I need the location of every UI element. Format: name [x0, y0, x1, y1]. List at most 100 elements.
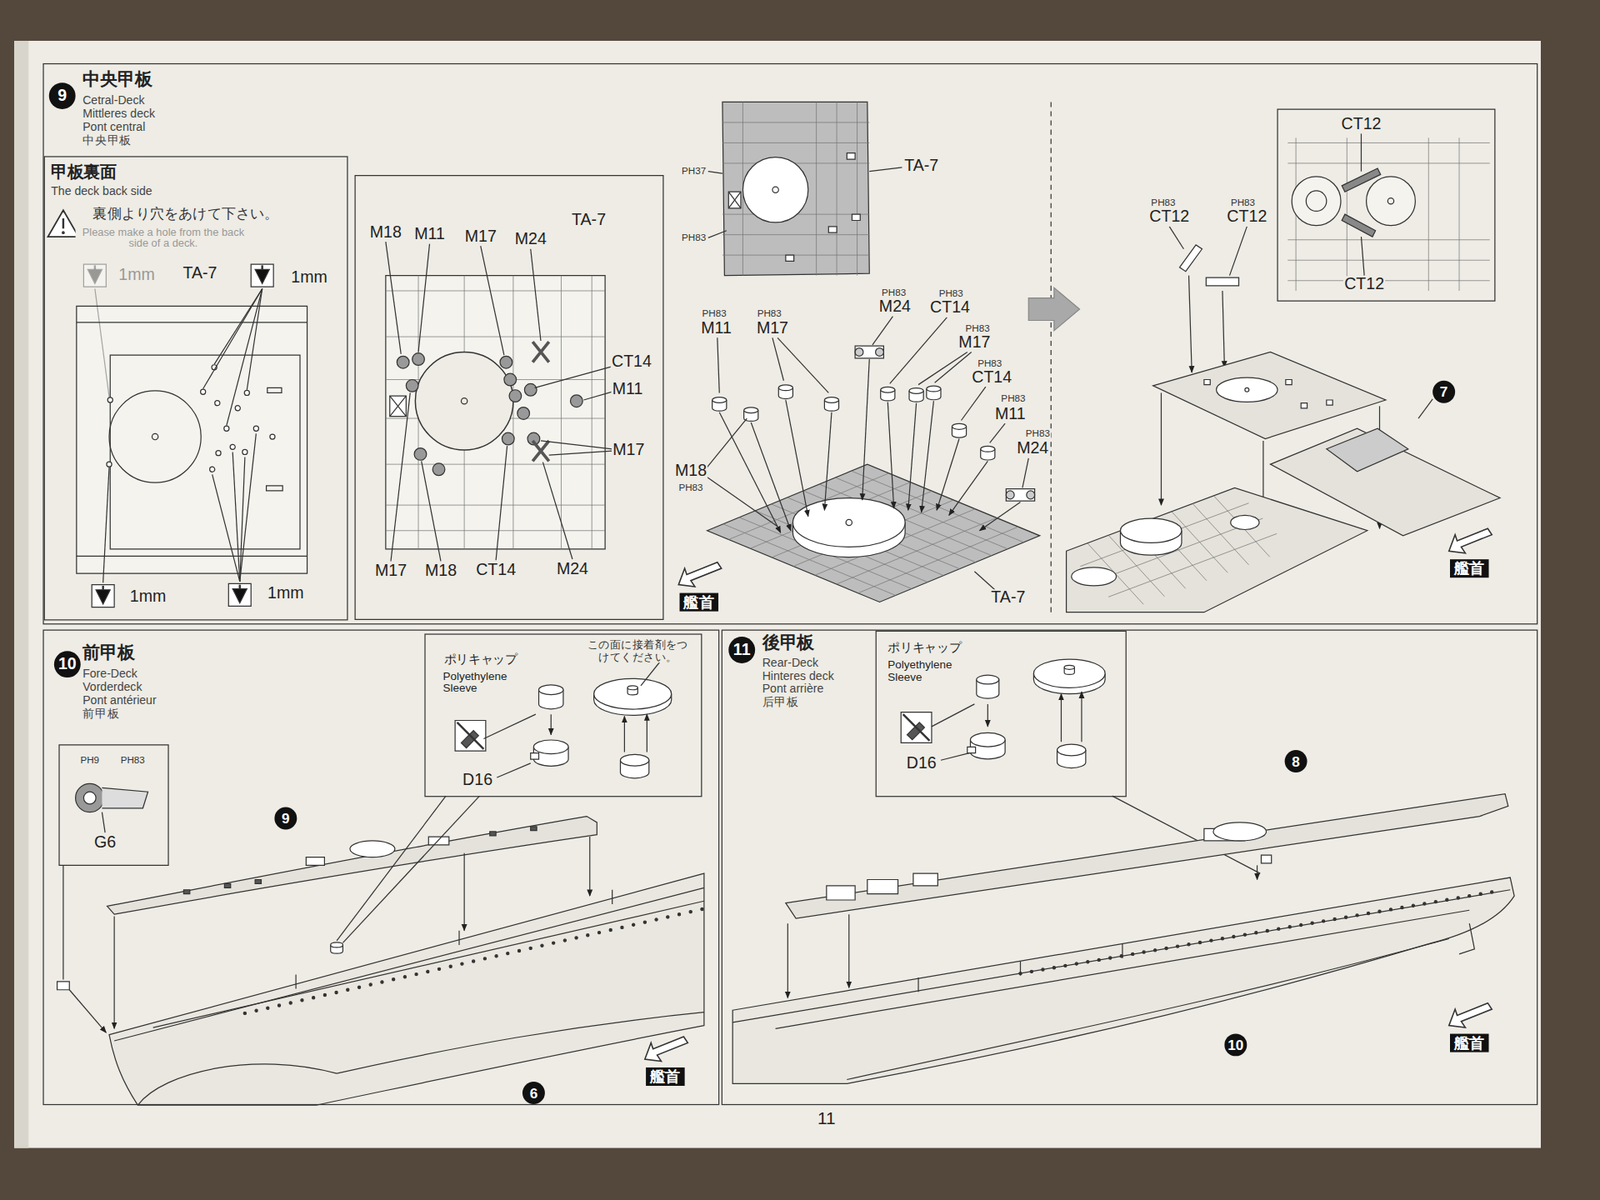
- drawing-line: [76, 555, 308, 557]
- assembly-arrow: [464, 853, 465, 931]
- leader-line: [103, 467, 110, 583]
- bow-arrow: [1449, 528, 1492, 553]
- hole-mark: [224, 425, 230, 431]
- drawing-line: [305, 857, 325, 866]
- part-sprue-number: PH83: [964, 323, 991, 334]
- deck-grid: [591, 275, 593, 550]
- part-name: TA-7: [990, 589, 1026, 607]
- caption-text: 中央甲板: [82, 133, 132, 146]
- caption-text: Mittleres deck: [82, 107, 155, 120]
- drawing-line: [295, 974, 296, 989]
- leader-line: [203, 289, 263, 390]
- caption-text: ポリキャップ: [887, 641, 961, 655]
- callout-number: 6: [522, 1081, 545, 1105]
- drawing-line: [458, 930, 460, 945]
- drill-icon: [95, 590, 110, 605]
- assembly-arrow: [824, 412, 832, 511]
- drawing-line: [1305, 190, 1326, 211]
- leader-line: [342, 795, 480, 943]
- deck-plate: [722, 101, 870, 275]
- part-name: TA-7: [903, 157, 940, 175]
- no-glue-icon: [907, 722, 925, 740]
- drill-icon: [228, 583, 251, 606]
- drawing-line: [826, 885, 855, 900]
- hole-mark: [200, 389, 206, 395]
- leader-line: [869, 167, 902, 172]
- leader-line: [95, 289, 110, 398]
- drawing-line: [460, 398, 467, 405]
- part-position: [501, 432, 515, 445]
- hole-mark: [210, 466, 215, 472]
- porthole: [426, 970, 430, 973]
- porthole: [1142, 950, 1145, 954]
- part-sprue-number: PH9: [79, 755, 100, 765]
- deck-grid: [815, 101, 817, 275]
- drawing-line: [845, 519, 852, 525]
- porthole: [323, 993, 326, 996]
- porthole: [255, 1009, 258, 1012]
- porthole: [1154, 949, 1157, 952]
- bow-arrow: [678, 562, 721, 587]
- part-position: [412, 353, 425, 366]
- part-name: M17: [374, 562, 409, 580]
- leader-line: [640, 660, 661, 686]
- porthole: [689, 910, 692, 914]
- drawing-line: [775, 910, 1470, 1029]
- drawing-line: [428, 836, 449, 845]
- leader-line: [226, 289, 263, 426]
- drawing-line: [390, 392, 410, 561]
- panel-frame: [355, 175, 664, 620]
- leader-line: [1360, 133, 1362, 171]
- assembly-arrow: [1222, 290, 1225, 368]
- step-panel: 9中央甲板Cetral-DeckMittleres deckPont centr…: [42, 63, 1538, 625]
- step-number: 10: [54, 650, 81, 678]
- assembly-arrow: [785, 400, 809, 517]
- drawing-line: [385, 241, 401, 355]
- mount-part: [1005, 489, 1035, 502]
- step-heading: 中央甲板: [82, 70, 152, 90]
- leader-line: [872, 316, 893, 345]
- assembly-arrow: [646, 714, 648, 752]
- mount-part: [855, 345, 884, 359]
- porthole: [609, 928, 612, 931]
- hole-mark: [270, 434, 275, 440]
- warning-sign: [62, 231, 65, 234]
- drawing-line: [1291, 176, 1341, 226]
- callout-number: 8: [1285, 750, 1308, 773]
- divider: [1050, 101, 1052, 612]
- porthole: [1468, 895, 1471, 898]
- turret-ring: [109, 390, 201, 483]
- part-top: [778, 385, 793, 391]
- part-top: [976, 675, 1000, 685]
- porthole: [1389, 908, 1392, 911]
- assembly-arrow: [921, 400, 935, 512]
- drawing-line: [530, 753, 540, 760]
- part-sprue-number: PH83: [119, 755, 146, 765]
- part-name: M17: [755, 320, 790, 338]
- part-name: TA-7: [181, 265, 218, 283]
- drawing-line: [1216, 377, 1278, 402]
- porthole: [1423, 902, 1426, 905]
- leader-line: [101, 812, 105, 833]
- porthole: [1064, 964, 1067, 967]
- drawing-line: [418, 244, 430, 353]
- deck-plate: [1270, 428, 1500, 536]
- drawing-line: [390, 395, 407, 416]
- glue-note: この面に接着剤をつけてください。: [585, 639, 690, 663]
- step-panel: 10前甲板Fore-DeckVorderdeckPont antérieur前甲…: [42, 630, 720, 1106]
- caption-text: Hinteres deck: [762, 669, 835, 682]
- leader-line: [990, 423, 1005, 443]
- hole-mark: [235, 405, 240, 411]
- caption-text: Rear-Deck: [762, 655, 819, 669]
- porthole: [312, 996, 315, 1000]
- part-name: M18: [674, 462, 709, 480]
- drawing-line: [490, 831, 496, 836]
- porthole: [415, 972, 418, 975]
- caption-text: ポリキャップ: [444, 653, 518, 667]
- part-top: [1064, 665, 1075, 670]
- drawing-line: [913, 873, 938, 886]
- assembly-arrow: [589, 836, 590, 896]
- deck-grid: [722, 234, 870, 235]
- part-position: [509, 390, 522, 403]
